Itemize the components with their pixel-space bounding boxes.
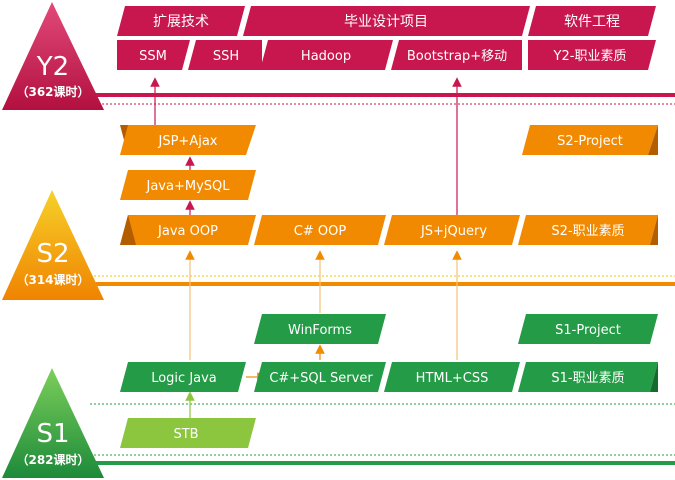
s1-course-winforms <box>254 314 386 344</box>
s2-course-jsp-ajax-label: JSP+Ajax <box>158 134 218 149</box>
s1-stage-hours: （282课时） <box>16 452 89 467</box>
s2-course-java-mysql-label: Java+MySQL <box>146 179 231 194</box>
s2-course-project <box>522 125 658 155</box>
y2-stage-name: Y2 <box>36 52 69 82</box>
s2-course-java-oop <box>120 215 256 245</box>
y2-category-graduation <box>243 6 530 36</box>
y2-course-row: SSM SSH Hadoop Bootstrap+移动 Y2-职业素质 <box>117 40 656 70</box>
y2-stage-hours: （362课时） <box>16 84 89 99</box>
y2-course-ssh-label: SSH <box>213 49 239 64</box>
s2-triangle-shape <box>2 190 104 300</box>
s1-course-winforms-label: WinForms <box>288 323 352 338</box>
s1-course-html-css-label: HTML+CSS <box>416 371 489 386</box>
s1-course-csharp-sql-label: C#+SQL Server <box>269 371 373 386</box>
s1-stage-line <box>60 461 675 465</box>
y2-course-quality <box>528 40 656 70</box>
y2-course-bootstrap-label: Bootstrap+移动 <box>407 49 507 64</box>
s2-stage-name: S2 <box>36 239 69 269</box>
y2-category-extension <box>117 6 245 36</box>
s1-course-project <box>518 314 658 344</box>
s2-course-js-jquery-label: JS+jQuery <box>420 224 487 239</box>
s1-course-stb-label: STB <box>173 427 198 442</box>
s2-course-quality-label: S2-职业素质 <box>551 224 624 239</box>
s1-course-quality <box>518 362 658 392</box>
y2-triangle-shape <box>2 2 104 110</box>
s2-course-java-oop-label: Java OOP <box>157 224 218 239</box>
y2-category-software <box>528 6 656 36</box>
y2-category-extension-label: 扩展技术 <box>153 14 209 30</box>
y2-course-hadoop-label: Hadoop <box>301 49 351 64</box>
stage-s2-triangle: S2 （314课时） <box>2 190 104 300</box>
y2-course-hadoop <box>260 40 393 70</box>
s1-stage-name: S1 <box>36 419 69 449</box>
y2-stage-line <box>40 93 675 97</box>
s1-course-project-label: S1-Project <box>555 323 621 338</box>
y2-course-quality-label: Y2-职业素质 <box>553 49 627 64</box>
s2-course-js-jquery <box>384 215 520 245</box>
s2-stage-hours: （314课时） <box>16 272 89 287</box>
s1-course-logic-java-label: Logic Java <box>151 371 217 386</box>
y2-course-ssm-label: SSM <box>139 49 167 64</box>
s2-course-jsp-ajax <box>120 125 256 155</box>
s2-course-csharp-oop <box>254 215 386 245</box>
stage-y2-triangle: Y2 （362课时） <box>2 2 104 110</box>
stage-lines <box>40 93 675 465</box>
s2-stage-line <box>60 282 675 286</box>
y2-category-software-label: 软件工程 <box>564 14 620 30</box>
s1-course-logic-java <box>120 362 246 392</box>
s2-course-java-oop-edge <box>120 215 136 245</box>
s1-course-quality-label: S1-职业素质 <box>551 371 624 386</box>
s2-course-quality-edge <box>650 215 658 245</box>
y2-course-bootstrap <box>391 40 522 70</box>
s2-course-quality <box>518 215 658 245</box>
y2-course-ssm <box>117 40 190 70</box>
s1-courses: WinForms S1-Project Logic Java C#+SQL Se… <box>120 314 658 448</box>
s1-triangle-shape <box>2 368 104 478</box>
s2-course-csharp-oop-label: C# OOP <box>294 224 347 239</box>
s1-course-csharp-sql <box>254 362 386 392</box>
s2-course-project-edge <box>648 125 658 155</box>
y2-category-graduation-label: 毕业设计项目 <box>344 14 428 30</box>
s2-course-java-mysql <box>120 170 256 200</box>
s1-course-stb <box>120 418 256 448</box>
s1-course-html-css <box>384 362 520 392</box>
y2-category-row: 扩展技术 毕业设计项目 软件工程 <box>117 6 656 36</box>
s2-courses: JSP+Ajax S2-Project Java+MySQL Java OOP … <box>120 125 658 245</box>
y2-course-ssh <box>188 40 262 70</box>
stage-s1-triangle: S1 （282课时） <box>2 368 104 478</box>
s1-course-quality-edge <box>650 362 658 392</box>
s2-course-project-label: S2-Project <box>557 134 623 149</box>
